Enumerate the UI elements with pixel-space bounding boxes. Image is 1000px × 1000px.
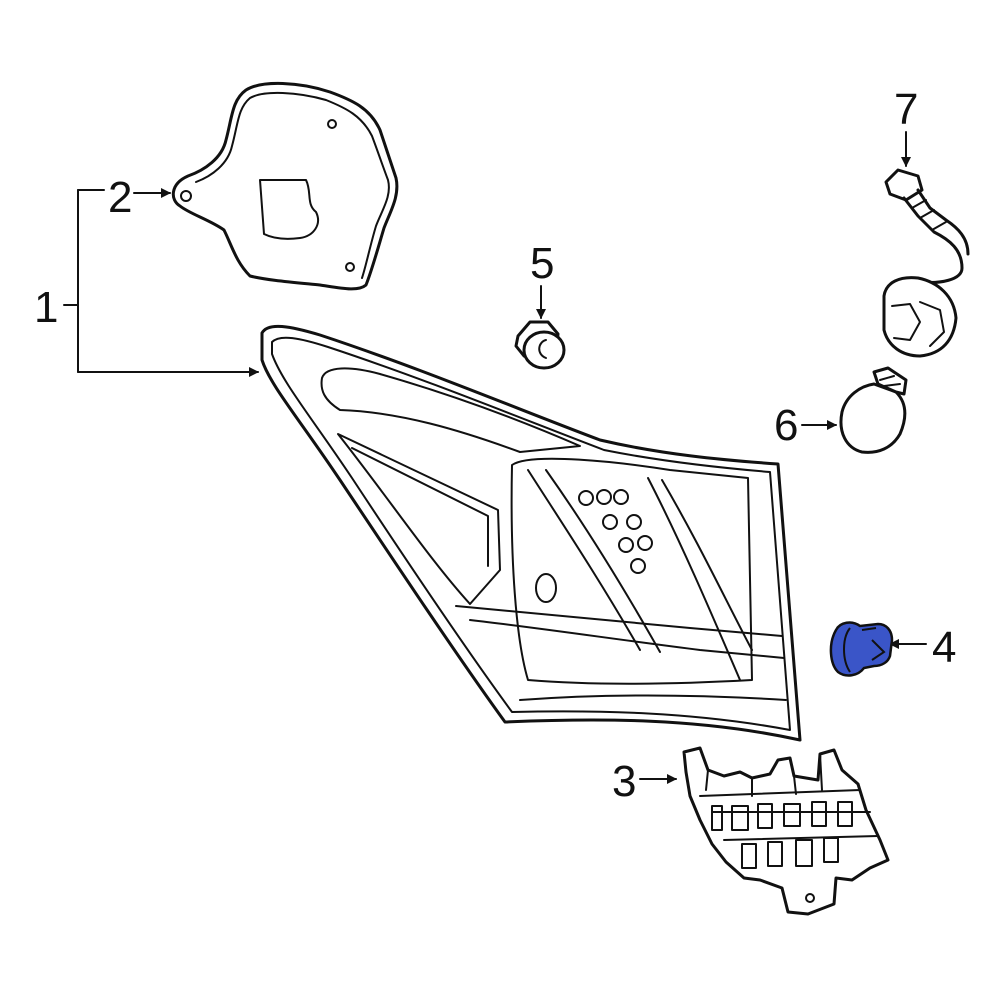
nut-thread [538,339,547,359]
clip-body [829,621,894,677]
callout-2: 2 [108,173,171,222]
housing-lower-trim [455,605,783,637]
bracket-windows-row-2 [741,837,839,869]
gasket-hole-bottom [345,262,355,272]
harness-socket-detail [891,301,945,347]
housing-reflector [510,457,753,685]
callout-1: 1 [34,189,259,377]
housing-reflector-line-1 [527,469,641,651]
housing-reflector-line-4 [661,479,753,651]
housing-reflector-line-2 [545,469,661,653]
callout-1-bracket [63,189,79,373]
callout-5: 5 [530,239,554,319]
housing-bottom-edge [519,694,787,701]
nut-part [514,320,566,370]
callout-1-label: 1 [34,283,58,332]
bracket-part [682,746,890,916]
gasket-part [171,82,399,291]
gasket-inner-edge [195,91,390,279]
callout-6: 6 [774,401,837,450]
gasket-outline [171,82,399,291]
housing-outer-outline [260,324,802,742]
bulb-glass [839,382,907,454]
housing-reflector-line-3 [647,477,741,681]
bracket-tabs [705,753,823,797]
wire-harness-part [882,168,970,358]
callout-6-label: 6 [774,401,798,450]
callout-2-label: 2 [108,173,132,222]
housing-left-lens [337,433,501,605]
housing-lower-trim-2 [469,619,785,659]
tail-lamp-housing [260,324,802,742]
bracket-ribs [699,789,879,841]
harness-wire-inner [916,188,970,256]
callout-5-label: 5 [530,239,554,288]
bulb-part [839,366,908,454]
callout-4-label: 4 [932,623,956,672]
gasket-hole-top [327,119,337,129]
callout-7: 7 [894,85,918,167]
harness-connector [884,168,924,202]
housing-socket-hole [535,573,557,603]
harness-socket [882,276,958,358]
led-cluster [578,489,653,574]
harness-wire-clips [911,199,947,231]
clip-detail [843,627,886,673]
bulb-base-detail [879,375,901,387]
housing-upper-lens [320,367,581,453]
bracket-windows-row-1 [711,801,853,831]
bracket-outline [682,746,890,916]
bulb-base [872,366,908,396]
housing-inner-outline [271,336,791,731]
gasket-cutout [259,179,319,240]
nut-flange [522,330,566,370]
callout-7-label: 7 [894,85,918,134]
harness-wire-outer [890,196,964,288]
bracket-hole [805,893,815,903]
callout-4: 4 [889,623,956,672]
housing-left-lens-inner [351,447,489,567]
callout-3-label: 3 [612,757,636,806]
gasket-hole-left [180,190,192,202]
callout-3: 3 [612,757,677,806]
clip-part-highlighted [829,621,894,677]
